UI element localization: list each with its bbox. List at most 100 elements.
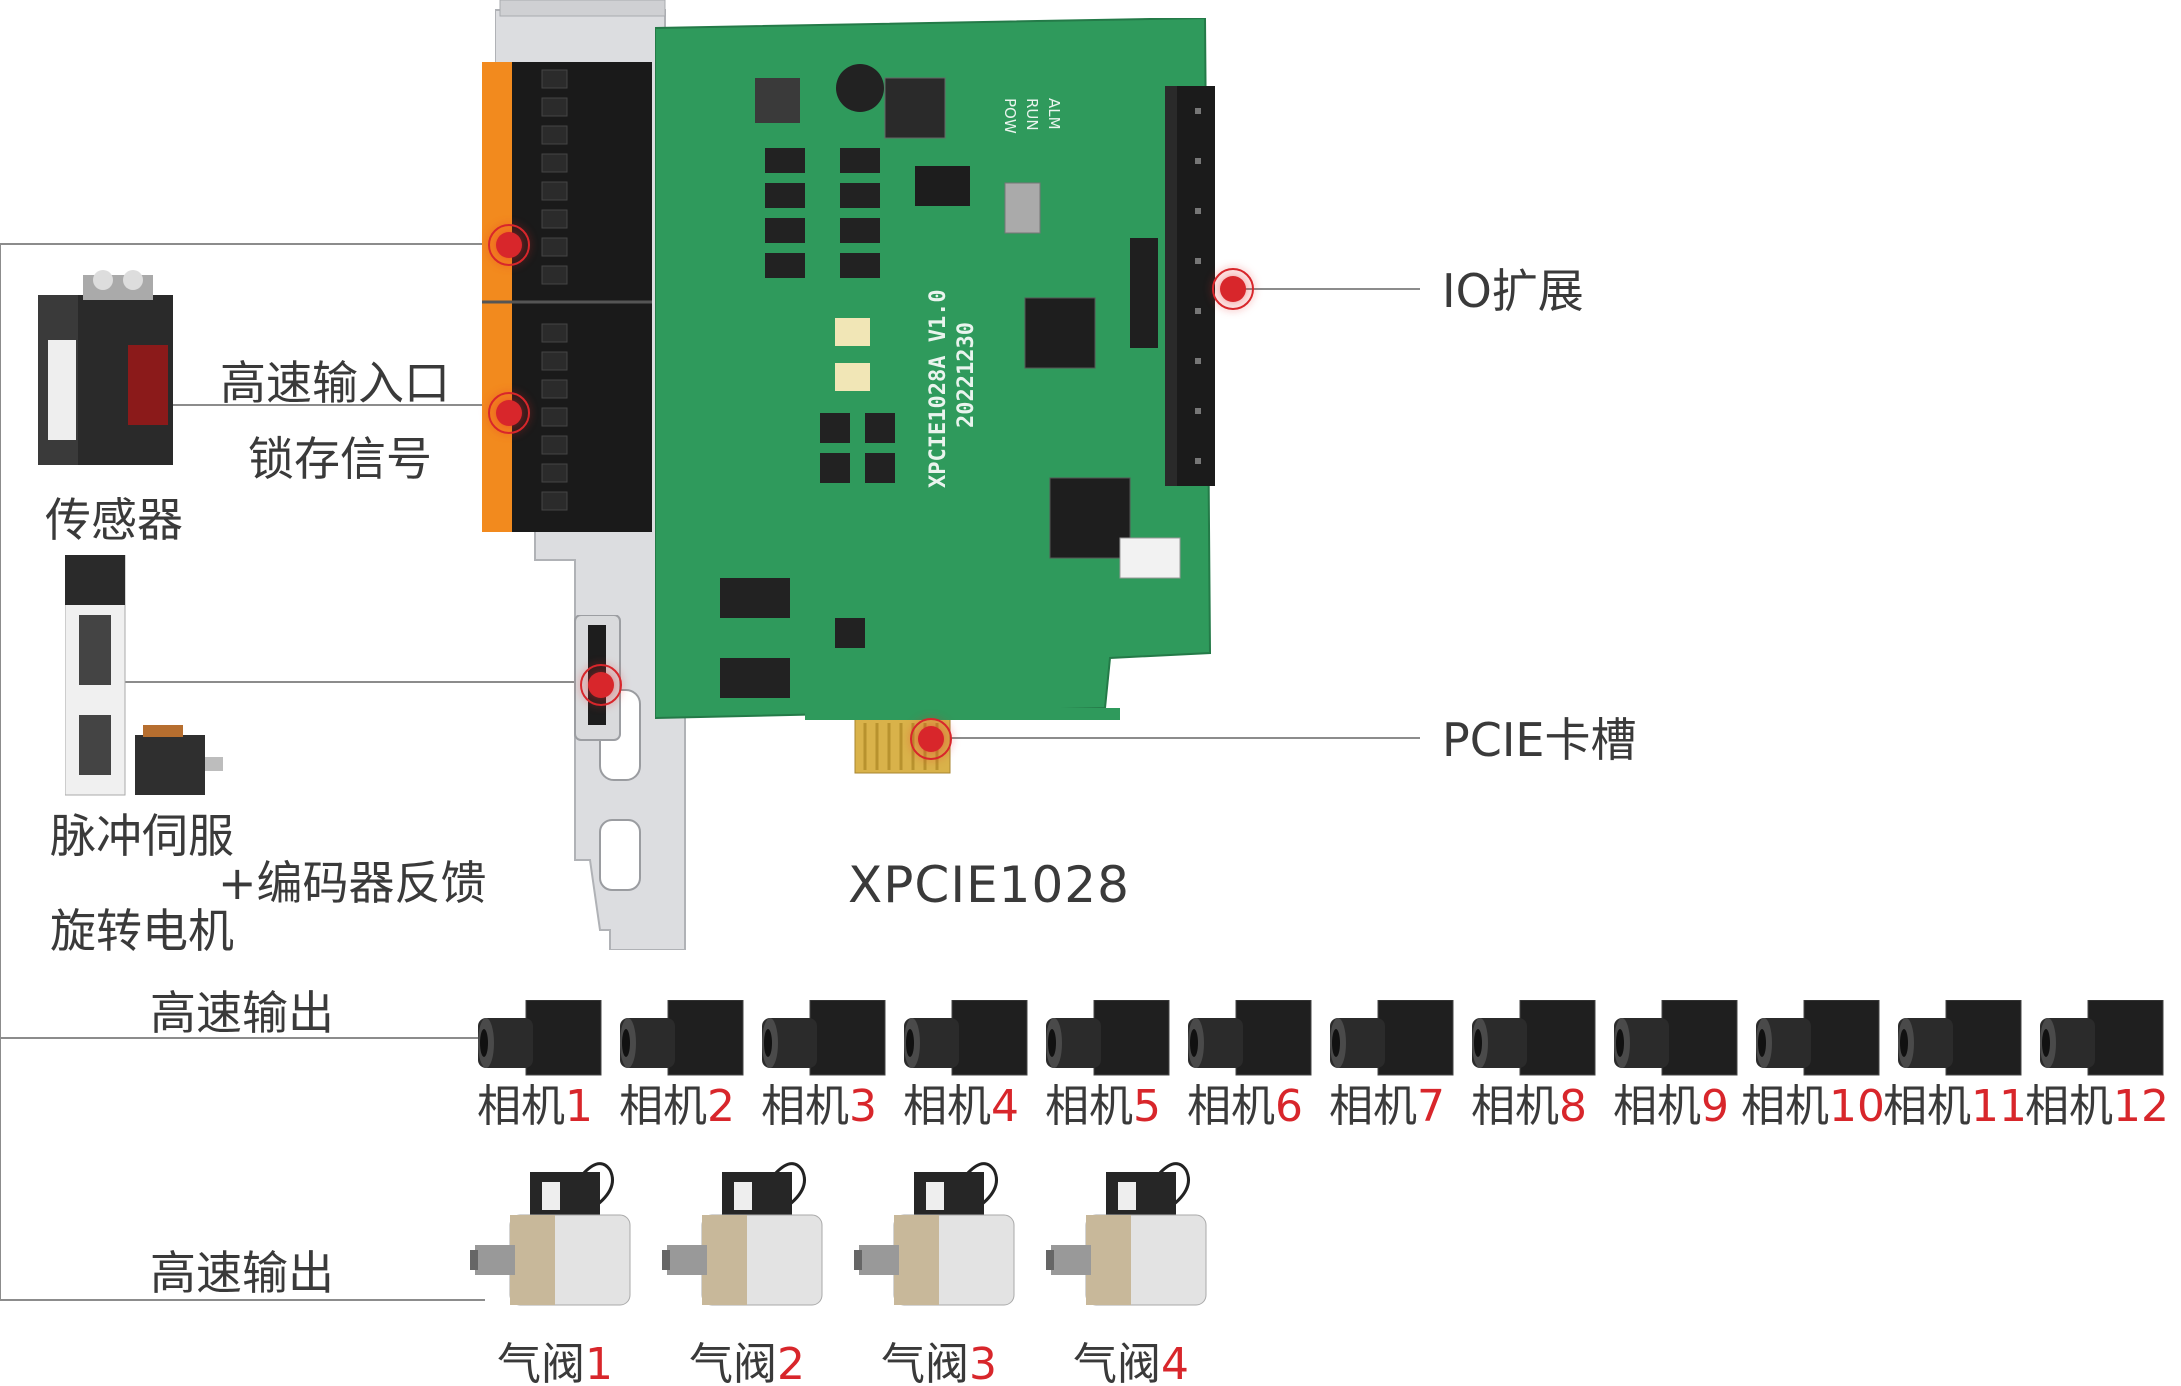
camera-label-6: 相机6	[1170, 1085, 1320, 1129]
servo-drive-icon	[65, 555, 223, 796]
camera-label-5: 相机5	[1028, 1085, 1178, 1129]
label-high-speed-output-cameras: 高速输出	[150, 986, 334, 1040]
valve-label-1: 气阀1	[485, 1343, 625, 1386]
camera-icon	[1614, 999, 1738, 1076]
marker-pcie	[910, 718, 952, 760]
valve-label-3: 气阀3	[869, 1343, 1009, 1386]
valve-label-number: 4	[1161, 1339, 1189, 1386]
camera-label-12: 相机12	[2022, 1085, 2172, 1129]
camera-4	[904, 999, 1034, 1084]
camera-label-number: 3	[849, 1081, 877, 1132]
valve-1	[470, 1160, 645, 1339]
camera-icon	[620, 999, 744, 1076]
label-sensor: 传感器	[45, 493, 183, 547]
camera-label-number: 9	[1701, 1081, 1729, 1132]
valve-icon	[470, 1162, 631, 1306]
marker-io	[1212, 268, 1254, 310]
camera-label-number: 4	[991, 1081, 1019, 1132]
camera-label-number: 11	[1971, 1081, 2027, 1132]
camera-icon	[2040, 999, 2164, 1076]
camera-label-10: 相机10	[1738, 1085, 1888, 1129]
valve-label-name: 气阀	[1073, 1339, 1161, 1386]
camera-label-number: 7	[1417, 1081, 1445, 1132]
valve-label-name: 气阀	[497, 1339, 585, 1386]
valve-3	[854, 1160, 1029, 1339]
valve-icon	[1046, 1162, 1207, 1306]
valve-icon	[854, 1162, 1015, 1306]
camera-label-2: 相机2	[602, 1085, 752, 1129]
camera-1	[478, 999, 608, 1084]
valve-label-4: 气阀4	[1061, 1343, 1201, 1386]
camera-label-number: 5	[1133, 1081, 1161, 1132]
camera-3	[762, 999, 892, 1084]
camera-label-4: 相机4	[886, 1085, 1036, 1129]
camera-label-name: 相机	[1883, 1081, 1971, 1132]
valve-label-name: 气阀	[689, 1339, 777, 1386]
camera-label-number: 12	[2113, 1081, 2169, 1132]
camera-icon	[1188, 999, 1312, 1076]
camera-label-name: 相机	[903, 1081, 991, 1132]
valve-label-number: 3	[969, 1339, 997, 1386]
camera-label-name: 相机	[1471, 1081, 1559, 1132]
camera-icon	[1756, 999, 1880, 1076]
camera-icon	[478, 999, 602, 1076]
label-rotary-motor: 旋转电机	[50, 904, 234, 958]
label-pulse-servo: 脉冲伺服	[50, 809, 234, 863]
camera-8	[1472, 999, 1602, 1084]
camera-label-3: 相机3	[744, 1085, 894, 1129]
valve-label-number: 2	[777, 1339, 805, 1386]
camera-label-name: 相机	[2025, 1081, 2113, 1132]
camera-9	[1614, 999, 1744, 1084]
motor-icon	[135, 725, 223, 795]
camera-6	[1188, 999, 1318, 1084]
camera-label-number: 10	[1829, 1081, 1885, 1132]
label-product-name: XPCIE1028	[848, 856, 1130, 914]
led-label-run: RUN	[1023, 98, 1041, 131]
valve-2	[662, 1160, 837, 1339]
camera-label-1: 相机1	[460, 1085, 610, 1129]
camera-label-11: 相机11	[1880, 1085, 2030, 1129]
camera-label-9: 相机9	[1596, 1085, 1746, 1129]
pcb-board: XPCIE1028A V1.0 20221230 POW RUN ALM	[655, 18, 1215, 774]
camera-label-name: 相机	[1613, 1081, 1701, 1132]
camera-label-7: 相机7	[1312, 1085, 1462, 1129]
camera-icon	[1330, 999, 1454, 1076]
valve-4	[1046, 1160, 1221, 1339]
camera-label-number: 1	[565, 1081, 593, 1132]
camera-label-8: 相机8	[1454, 1085, 1604, 1129]
terminal-blocks	[482, 62, 652, 532]
camera-icon	[1472, 999, 1596, 1076]
camera-label-name: 相机	[1187, 1081, 1275, 1132]
silkscreen-model: XPCIE1028A V1.0	[926, 289, 951, 488]
camera-10	[1756, 999, 1886, 1084]
sensor-icon	[38, 270, 173, 465]
camera-11	[1898, 999, 2028, 1084]
camera-icon	[1898, 999, 2022, 1076]
camera-5	[1046, 999, 1176, 1084]
label-encoder-feedback: +编码器反馈	[218, 856, 487, 910]
valve-label-number: 1	[585, 1339, 613, 1386]
label-high-speed-output-valves: 高速输出	[150, 1246, 334, 1300]
camera-label-name: 相机	[1045, 1081, 1133, 1132]
camera-12	[2040, 999, 2170, 1084]
label-io-expansion: IO扩展	[1442, 264, 1584, 318]
valve-icon	[662, 1162, 823, 1306]
camera-icon	[904, 999, 1028, 1076]
camera-icon	[1046, 999, 1170, 1076]
camera-7	[1330, 999, 1460, 1084]
camera-label-number: 8	[1559, 1081, 1587, 1132]
marker-input-1	[488, 224, 530, 266]
camera-label-name: 相机	[477, 1081, 565, 1132]
camera-icon	[762, 999, 886, 1076]
camera-label-name: 相机	[1329, 1081, 1417, 1132]
silkscreen-date: 20221230	[954, 322, 979, 428]
camera-label-number: 6	[1275, 1081, 1303, 1132]
camera-label-name: 相机	[619, 1081, 707, 1132]
camera-label-name: 相机	[761, 1081, 849, 1132]
valve-label-2: 气阀2	[677, 1343, 817, 1386]
label-high-speed-input: 高速输入口	[220, 356, 450, 410]
valve-label-name: 气阀	[881, 1339, 969, 1386]
label-pcie-slot: PCIE卡槽	[1442, 713, 1637, 767]
